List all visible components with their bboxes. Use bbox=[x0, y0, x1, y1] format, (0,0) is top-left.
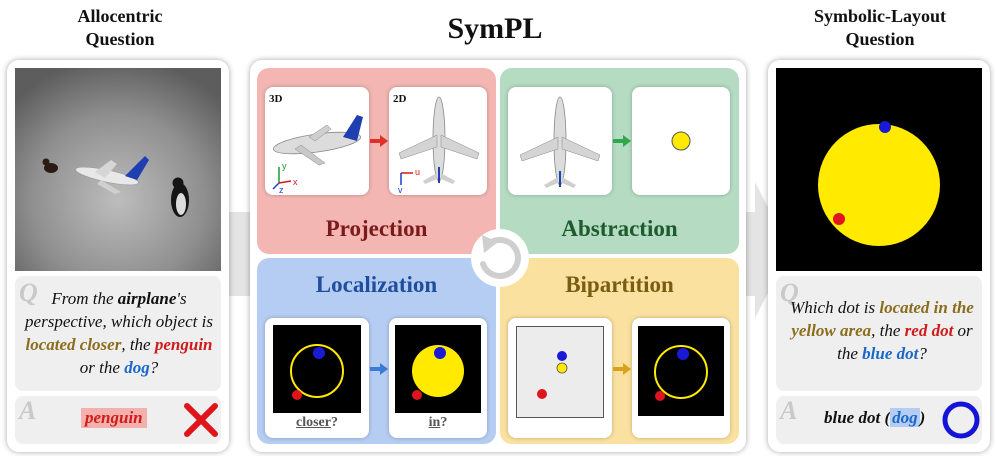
allocentric-panel: Q From the airplane's perspective, which… bbox=[7, 60, 229, 452]
localization-closer-card: closer? bbox=[265, 318, 369, 438]
abstraction-dot-card bbox=[632, 87, 730, 195]
projection-2d-card: 2D u v bbox=[389, 87, 487, 195]
projection-quadrant: 3D y x z 2D bbox=[257, 68, 496, 254]
projection-label: Projection bbox=[325, 216, 428, 241]
arrow-right-icon bbox=[370, 363, 388, 375]
axis-x-label: x bbox=[293, 177, 298, 187]
dots-layout-icon bbox=[516, 326, 604, 418]
tag-2d: 2D bbox=[393, 93, 407, 105]
axis-v-label: v bbox=[398, 185, 403, 195]
arrow-right-icon bbox=[613, 135, 631, 147]
airplane-figure bbox=[75, 156, 149, 194]
bipartition-label: Bipartition bbox=[565, 272, 674, 297]
penguin-figure bbox=[171, 177, 189, 217]
symbolic-answer: blue dot (dog) bbox=[824, 408, 926, 427]
in-caption: in? bbox=[428, 415, 448, 430]
arrow-right-icon bbox=[370, 135, 388, 147]
allocentric-question-text: From the airplane's perspective, which o… bbox=[25, 289, 213, 377]
allocentric-answer: penguin bbox=[81, 408, 147, 428]
sympl-title: SymPL bbox=[447, 12, 543, 45]
allocentric-answer-box: A penguin bbox=[15, 396, 221, 444]
circle-check-icon bbox=[942, 401, 980, 439]
answer-letter: A bbox=[780, 396, 798, 425]
abstraction-airplane-card bbox=[508, 87, 612, 195]
symbolic-answer-box: A blue dot (dog) bbox=[776, 396, 982, 444]
dog-figure bbox=[42, 158, 58, 173]
axis-z-label: z bbox=[279, 185, 284, 195]
closer-caption: closer? bbox=[296, 415, 338, 430]
ring-layout-icon bbox=[638, 326, 724, 416]
symbolic-question-box: Q Which dot is located in the yellow are… bbox=[776, 276, 982, 391]
bipartition-quadrant: Bipartition bbox=[500, 258, 739, 444]
axis-u-label: u bbox=[415, 167, 420, 177]
ring-layout-icon bbox=[273, 325, 361, 413]
projection-3d-card: 3D y x z bbox=[265, 87, 369, 195]
bipartition-points-card bbox=[508, 318, 612, 438]
axis-y-label: y bbox=[282, 161, 287, 171]
symbolic-question-text: Which dot is located in the yellow area,… bbox=[790, 298, 974, 363]
symbolic-layout-panel: Q Which dot is located in the yellow are… bbox=[768, 60, 990, 452]
question-letter: Q bbox=[780, 278, 799, 307]
abstraction-quadrant: Abstraction bbox=[500, 68, 739, 254]
left-title-line2: Question bbox=[85, 29, 155, 49]
localization-in-card: in? bbox=[389, 318, 487, 438]
left-title: Allocentric Question bbox=[20, 5, 220, 51]
right-title-line2: Question bbox=[845, 29, 915, 49]
abstraction-label: Abstraction bbox=[561, 216, 678, 241]
right-title: Symbolic-Layout Question bbox=[770, 5, 990, 51]
arrow-right-icon bbox=[613, 363, 631, 375]
airplane-topview-icon: u v bbox=[398, 96, 480, 195]
bipartition-ring-card bbox=[632, 318, 730, 438]
yellow-dot-icon bbox=[671, 131, 691, 151]
question-letter: Q bbox=[19, 278, 38, 307]
airplane-topview-icon bbox=[519, 96, 601, 188]
allocentric-question-box: Q From the airplane's perspective, which… bbox=[15, 276, 221, 391]
cycle-arrow-icon bbox=[471, 229, 529, 287]
airplane-3d-icon: y x z bbox=[272, 115, 363, 195]
scene-image bbox=[15, 68, 221, 271]
symbolic-layout-image bbox=[776, 68, 982, 271]
tag-3d: 3D bbox=[269, 93, 283, 105]
localization-label: Localization bbox=[315, 272, 438, 297]
filled-area-layout-icon bbox=[395, 325, 481, 413]
sympl-panel: 3D y x z 2D bbox=[250, 60, 746, 452]
cross-icon bbox=[184, 403, 218, 437]
answer-letter: A bbox=[19, 396, 37, 425]
left-title-line1: Allocentric bbox=[77, 6, 163, 26]
localization-quadrant: Localization closer? in? bbox=[257, 258, 496, 444]
right-title-line1: Symbolic-Layout bbox=[813, 6, 946, 26]
